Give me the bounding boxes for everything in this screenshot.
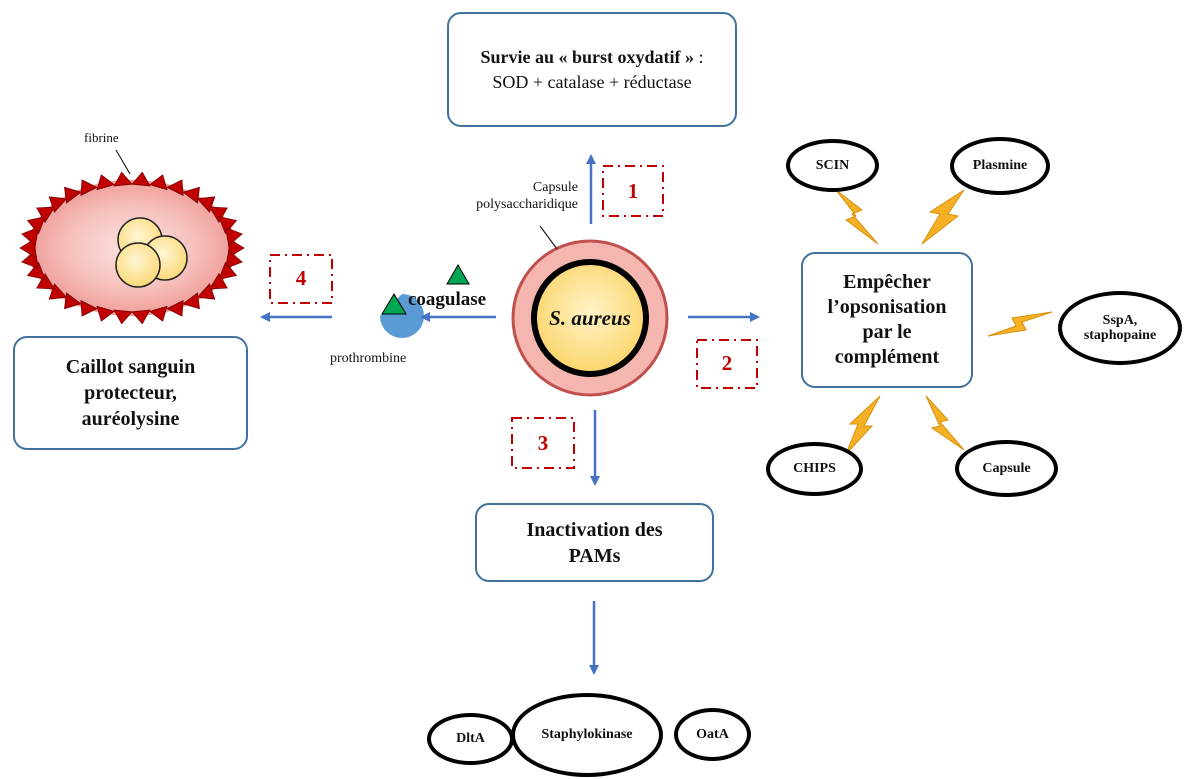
complement-box: Empêcher l’opsonisation par le complémen… <box>801 252 973 388</box>
fibrin-spike <box>196 283 216 300</box>
coagulase-label: coagulase <box>408 289 487 310</box>
sspa-oval: SspA, staphopaine <box>1058 291 1182 365</box>
blood-clot-icon <box>19 171 245 325</box>
lightning-scin-icon <box>835 189 879 245</box>
lightning-plasmine-icon <box>921 189 965 245</box>
scin-oval: SCIN <box>786 139 879 192</box>
burst-title: Survie au « burst oxydatif » <box>480 47 694 68</box>
step-1-number: 1 <box>627 179 639 203</box>
fibrin-spike <box>26 261 46 280</box>
burst-text: Survie au « burst oxydatif » : SOD + cat… <box>465 45 719 94</box>
plasmine-oval: Plasmine <box>950 137 1050 195</box>
fibrin-spike <box>208 206 228 224</box>
lightning-sspa-icon <box>987 311 1053 337</box>
step-4-number: 4 <box>295 266 307 290</box>
capsule-oval: Capsule <box>955 440 1058 497</box>
pams-box: Inactivation des PAMs <box>475 503 714 582</box>
fibrin-spike <box>96 174 116 191</box>
capsule-factor-label: Capsule <box>982 460 1031 476</box>
fibrin-spike <box>182 292 200 310</box>
fibrin-spike <box>218 261 238 280</box>
fibrin-spike <box>48 196 68 213</box>
fibrin-spike <box>131 309 151 325</box>
pams-text: Inactivation des PAMs <box>526 518 663 567</box>
fibrin-spike <box>224 250 243 270</box>
fibrin-spike <box>208 272 228 290</box>
complement-text: Empêcher l’opsonisation par le complémen… <box>827 271 947 368</box>
fibrin-spike <box>64 186 82 204</box>
staphylokinase-label: Staphylokinase <box>541 727 633 743</box>
s-aureus-label: S. aureus <box>549 306 631 330</box>
fibrin-spike <box>26 216 46 235</box>
step-3-frame <box>511 417 575 469</box>
oata-oval: OatA <box>674 708 751 761</box>
fibrin-spike <box>36 206 56 224</box>
lightning-chips-icon <box>845 395 881 455</box>
fibrin-spike <box>21 226 40 246</box>
fibrin-spike <box>166 179 184 197</box>
fibrin-spike <box>182 186 200 204</box>
fibrin-spike <box>64 292 82 310</box>
burst-box: Survie au « burst oxydatif » : SOD + cat… <box>447 12 737 127</box>
step-3-number: 3 <box>537 431 549 455</box>
lightning-capsule-icon <box>925 395 965 451</box>
oata-label: OatA <box>696 726 729 742</box>
staphylokinase-oval: Staphylokinase <box>511 693 663 777</box>
fibrine-pointer <box>115 149 131 175</box>
step-4-frame <box>269 254 333 304</box>
step-2-frame <box>696 339 758 389</box>
fibrin-spike <box>96 305 116 322</box>
fibrin-spike <box>113 171 133 187</box>
capsule-pointer <box>539 225 558 250</box>
fibrin-spike <box>36 272 56 290</box>
clot-box: Caillot sanguin protecteur, auréolysine <box>13 336 248 450</box>
fibrin-spike <box>228 238 245 258</box>
sspa-label: SspA, staphopaine <box>1083 312 1157 343</box>
fibrin-spike <box>80 179 98 197</box>
fibrin-spike <box>19 238 36 258</box>
step-1-frame <box>602 165 664 217</box>
dlta-label: DltA <box>456 731 485 747</box>
fibrin-spike <box>80 299 98 317</box>
dlta-oval: DltA <box>427 713 514 765</box>
burst-enzymes: : SOD + catalase + réductase <box>492 47 704 92</box>
fibrin-spike <box>148 305 168 322</box>
capsule-label: Capsule polysaccharidique <box>476 180 578 212</box>
fibrin-spikes <box>19 171 245 325</box>
step-2-number: 2 <box>721 351 733 375</box>
scin-label: SCIN <box>815 157 850 173</box>
fibrine-label: fibrine <box>84 130 119 145</box>
clot-text: Caillot sanguin protecteur, auréolysine <box>65 356 196 430</box>
prothrombine-label: prothrombine <box>330 351 407 366</box>
fibrin-spike <box>113 309 133 325</box>
coagulase-bound-icon <box>381 293 407 315</box>
chips-oval: CHIPS <box>766 442 863 496</box>
fibrin-spike <box>218 216 238 235</box>
fibrin-spike <box>166 299 184 317</box>
coagulase-icon <box>446 264 470 285</box>
fibrin-spike <box>131 171 151 187</box>
plasmine-label: Plasmine <box>972 158 1028 174</box>
chips-label: CHIPS <box>793 461 836 477</box>
fibrin-spike <box>224 226 243 246</box>
fibrin-spike <box>148 174 168 191</box>
s-aureus-cell-icon <box>511 239 669 397</box>
